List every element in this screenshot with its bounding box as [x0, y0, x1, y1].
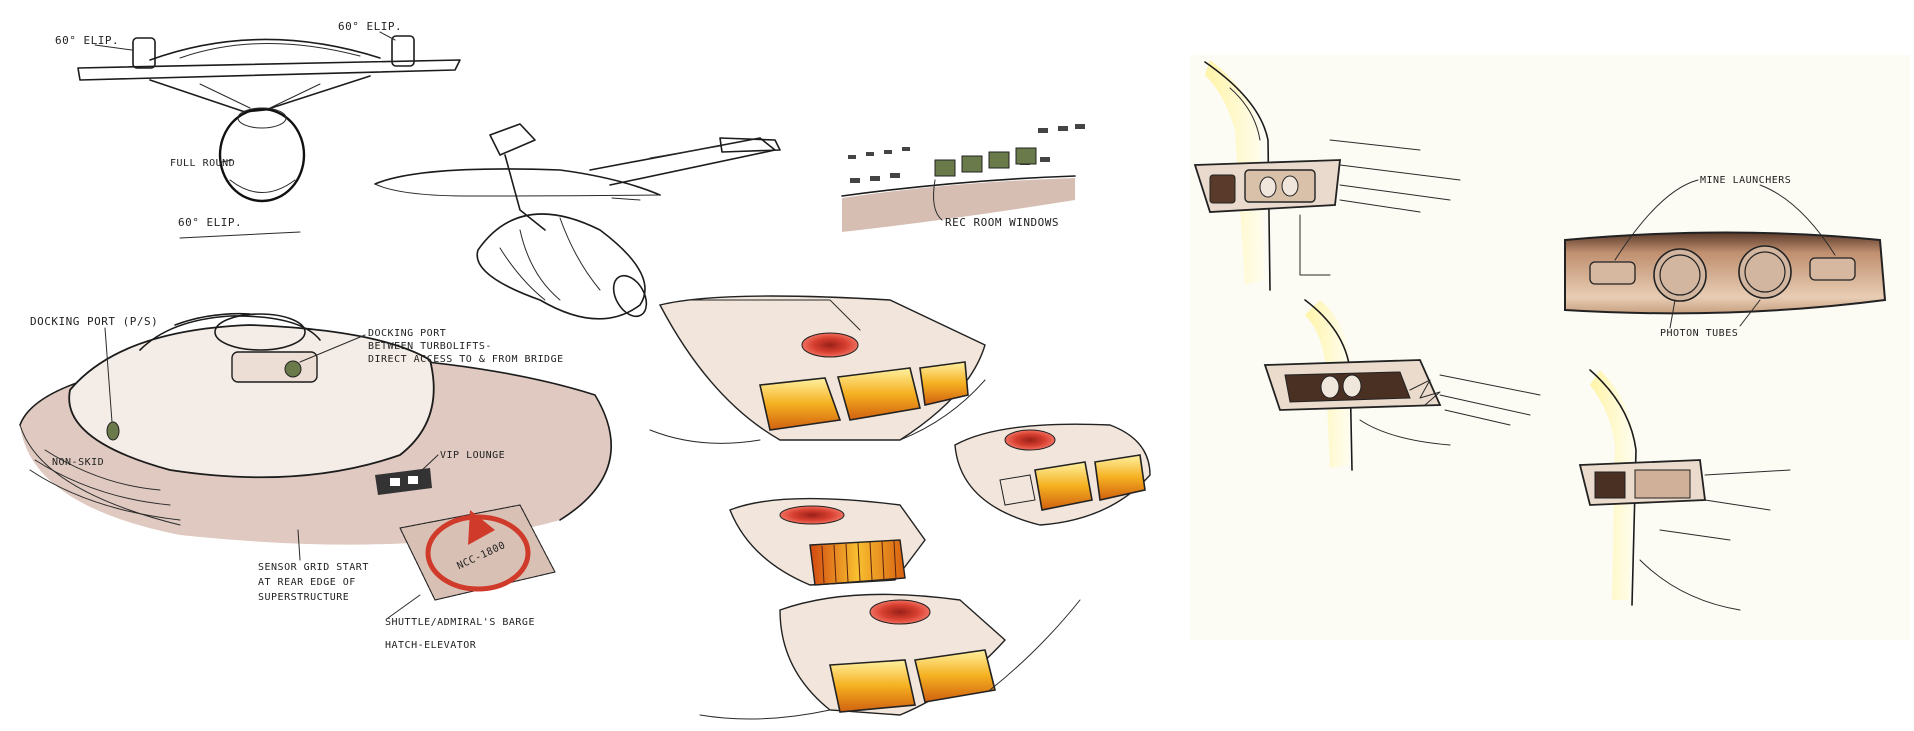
label-sensor-grid-3: SUPERSTRUCTURE [258, 592, 349, 603]
hangar-deck-sketch-2 [954, 423, 1151, 526]
label-photon-tubes: PHOTON TUBES [1660, 328, 1738, 339]
launcher-mount-sketch-3 [1578, 369, 1791, 611]
label-vip-lounge: VIP LOUNGE [440, 450, 505, 461]
torpedo-pod-detail [1564, 231, 1887, 315]
rec-room-windows-sketch [841, 124, 1085, 232]
hangar-deck-sketch-1 [649, 295, 986, 444]
label-docking-port-note-1: DOCKING PORT [368, 328, 446, 339]
front-view-sketch [77, 35, 461, 239]
label-full-round: FULL ROUND [170, 158, 235, 169]
label-sensor-grid-2: AT REAR EDGE OF [258, 577, 356, 588]
hangar-deck-sketch-3 [729, 497, 926, 586]
label-mine-launchers: MINE LAUNCHERS [1700, 175, 1791, 186]
label-non-skid: NON-SKID [52, 457, 104, 468]
label-docking-port-note-3: DIRECT ACCESS TO & FROM BRIDGE [368, 354, 564, 365]
label-top-left-ellipse: 60° ELIP. [55, 34, 119, 47]
label-sensor-grid-1: SENSOR GRID START [258, 562, 369, 573]
label-docking-port-ps: DOCKING PORT (P/S) [30, 315, 158, 328]
saucer-top-view [19, 312, 612, 545]
perspective-ship-sketch [374, 123, 781, 320]
label-top-right-ellipse: 60° ELIP. [338, 20, 402, 33]
label-shuttle-2: HATCH-ELEVATOR [385, 640, 477, 651]
shuttle-hatch-ncc-1800 [399, 504, 556, 601]
label-bottom-ellipse: 60° ELIP. [178, 216, 242, 229]
right-sketch-panel [1190, 55, 1910, 640]
label-rec-room: REC ROOM WINDOWS [945, 216, 1059, 229]
label-docking-port-note-2: BETWEEN TURBOLIFTS- [368, 341, 492, 352]
label-shuttle-1: SHUTTLE/ADMIRAL'S BARGE [385, 617, 535, 628]
launcher-mount-sketch-2 [1263, 299, 1541, 471]
launcher-mount-sketch-1 [1193, 60, 1461, 291]
hangar-deck-sketch-4 [699, 593, 1081, 720]
